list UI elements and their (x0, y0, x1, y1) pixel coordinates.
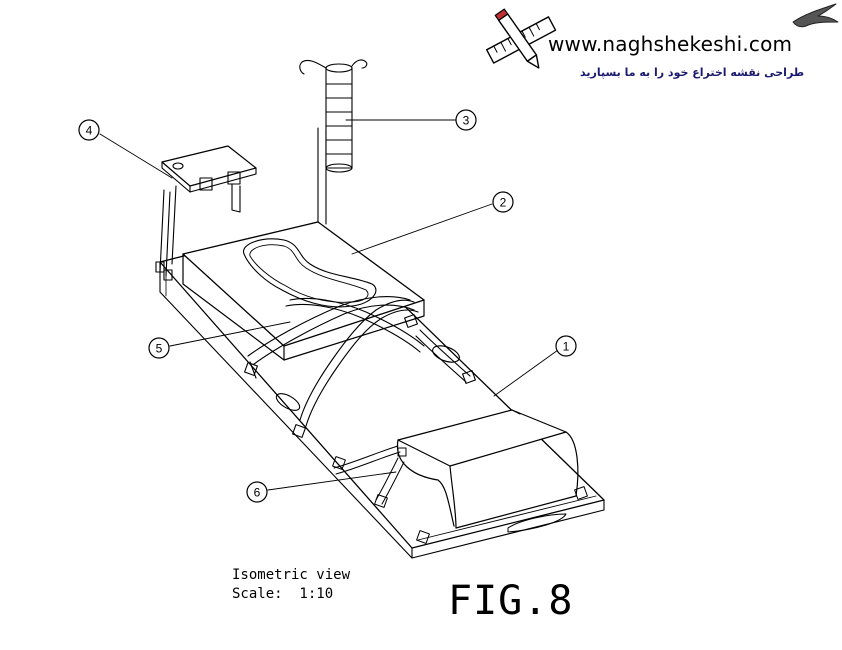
leader-lines (99, 119, 559, 491)
svg-text:1: 1 (563, 340, 570, 354)
callout-balloon-2: 2 (492, 191, 514, 213)
head-cushion (182, 221, 425, 361)
svg-text:5: 5 (156, 342, 163, 356)
callout-balloon-4: 4 (78, 119, 100, 141)
svg-text:4: 4 (86, 124, 93, 138)
body-straps (244, 296, 476, 438)
pencil-ruler-logo-icon (485, 8, 557, 69)
callout-balloon-1: 1 (555, 335, 577, 357)
side-table (155, 145, 257, 281)
callout-balloon-5: 5 (148, 337, 170, 359)
leader-line-4 (99, 133, 173, 179)
watermark-tagline: طراحی نقشه اختراع خود را به ما بسپارید (580, 66, 805, 79)
callout-balloon-3: 3 (455, 109, 477, 131)
iv-pole (299, 59, 368, 225)
view-caption: Isometric view Scale: 1:10 (232, 566, 350, 604)
svg-text:2: 2 (500, 196, 507, 210)
leader-line-1 (493, 349, 559, 397)
foot-support (332, 409, 588, 544)
figure-label: FIG.8 (448, 578, 574, 624)
view-scale: Scale: 1:10 (232, 586, 334, 602)
view-type: Isometric view (232, 567, 351, 583)
bird-logo-icon (792, 3, 839, 28)
leader-line-6 (267, 471, 397, 491)
svg-text:3: 3 (463, 114, 470, 128)
leader-line-5 (169, 321, 291, 347)
callout-balloon-6: 6 (246, 481, 268, 503)
leader-line-2 (351, 203, 493, 255)
svg-text:6: 6 (254, 486, 261, 500)
watermark-url: www.naghshekeshi.com (548, 32, 793, 56)
